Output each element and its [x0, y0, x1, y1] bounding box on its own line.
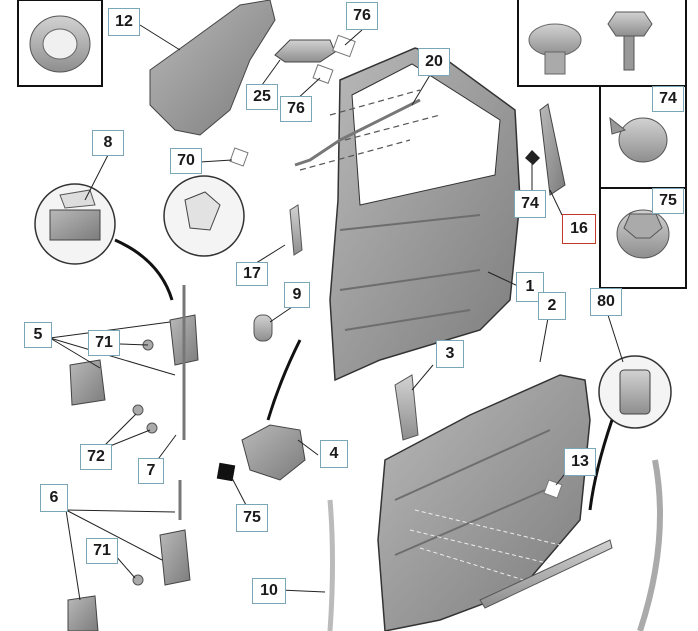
callout-76-mid[interactable]: 76 [280, 96, 312, 122]
part-1-door-shell [329, 47, 521, 382]
callout-76-top[interactable]: 76 [346, 2, 378, 30]
callout-80[interactable]: 80 [590, 288, 622, 316]
part-3-bracket [394, 374, 419, 441]
part-70-strap-detail [163, 147, 249, 257]
callout-74[interactable]: 74 [514, 190, 546, 218]
callout-74-inset[interactable]: 74 [652, 86, 684, 112]
callout-5[interactable]: 5 [24, 322, 52, 348]
part-10-seal [327, 459, 663, 631]
callout-71-upper[interactable]: 71 [88, 330, 120, 356]
inset-frame-fasteners [517, 0, 687, 289]
part-20-window-channel [294, 89, 441, 171]
callout-75-inset[interactable]: 75 [652, 188, 684, 214]
callout-6[interactable]: 6 [40, 484, 68, 512]
callout-71-lower[interactable]: 71 [86, 538, 118, 564]
callout-12[interactable]: 12 [108, 8, 140, 36]
part-12-trim-bracket [149, 0, 276, 136]
callout-16[interactable]: 16 [562, 214, 596, 244]
part-9-bumper [253, 314, 273, 342]
part-8-hinge-detail [34, 183, 174, 301]
callout-25[interactable]: 25 [246, 84, 278, 110]
part-4-door-check [216, 339, 306, 482]
callout-10[interactable]: 10 [252, 578, 286, 604]
callout-75[interactable]: 75 [236, 504, 268, 532]
part-16-triangle-trim [525, 103, 566, 196]
callout-3[interactable]: 3 [436, 340, 464, 368]
part-5-upper-hinge [69, 285, 199, 440]
part-2-door-trim-panel [377, 374, 613, 631]
part-80-clip-detail [588, 355, 672, 511]
callout-20[interactable]: 20 [418, 48, 450, 76]
callout-17[interactable]: 17 [236, 262, 268, 286]
inset-frame-grommet [17, 0, 103, 87]
part-13-clip [543, 479, 563, 499]
callout-8[interactable]: 8 [92, 130, 124, 156]
part-6-lower-hinge [67, 480, 191, 631]
callout-2[interactable]: 2 [538, 292, 566, 320]
callout-7[interactable]: 7 [138, 458, 164, 484]
callout-72[interactable]: 72 [80, 444, 112, 470]
callout-70[interactable]: 70 [170, 148, 202, 174]
callout-13[interactable]: 13 [564, 448, 596, 476]
callout-4[interactable]: 4 [320, 440, 348, 468]
part-25-handle [274, 34, 356, 84]
callout-9[interactable]: 9 [284, 282, 310, 308]
part-17-seal-strip [289, 204, 303, 256]
